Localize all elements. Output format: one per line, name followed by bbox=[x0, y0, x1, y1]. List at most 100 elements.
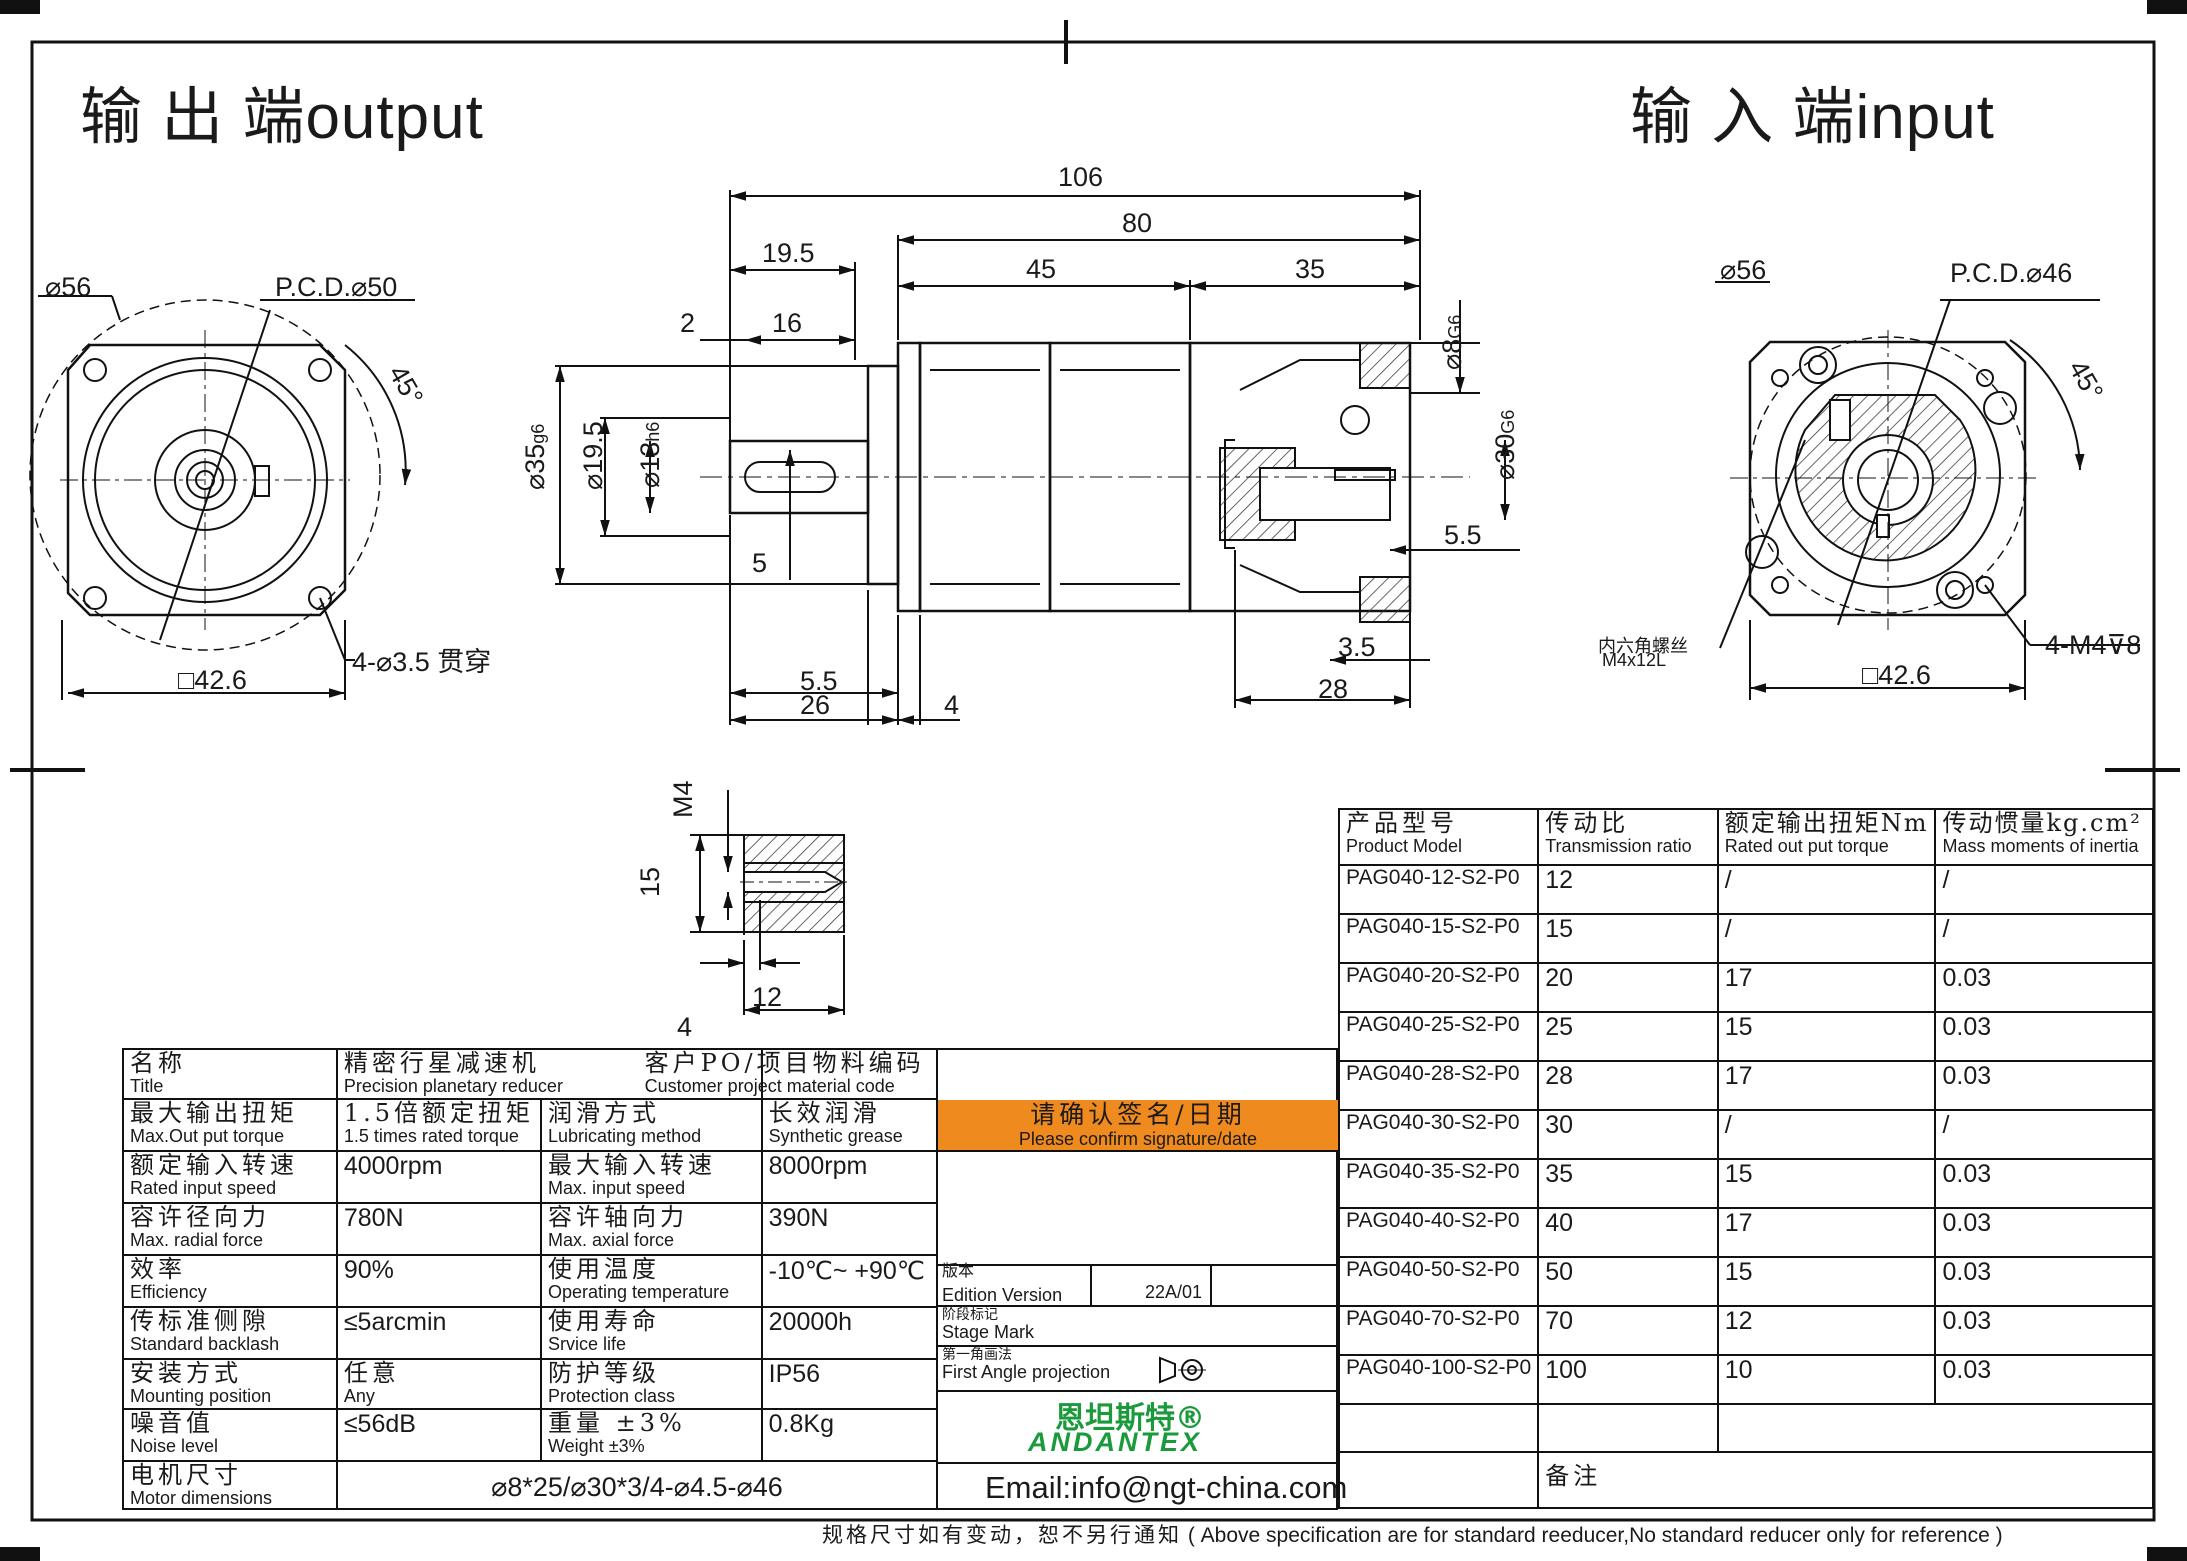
torque-cell: / bbox=[1716, 864, 1937, 915]
ratio-cell: 30 bbox=[1537, 1109, 1719, 1160]
dim-shaft-length: 26 bbox=[800, 690, 831, 720]
model-cell: PAG040-28-S2-P0 bbox=[1337, 1060, 1540, 1111]
spec_table-rows-2-0-cn: 额定输入转速 bbox=[130, 1151, 298, 1179]
model_table-headers-2-cn: 额定输出扭矩Nm bbox=[1724, 809, 1929, 837]
inertia-cell: 0.03 bbox=[1934, 1256, 2154, 1307]
edition-cn: 版本 bbox=[942, 1263, 975, 1280]
spec_table-rows-7-1-val: ≤56dB bbox=[335, 1408, 543, 1462]
spec_table-rows-6-2-cn: 防护等级 bbox=[548, 1359, 660, 1387]
dim-bore-offset: 5.5 bbox=[1444, 520, 1482, 550]
dim-input-square: □42.6 bbox=[1862, 660, 1931, 690]
dim-shaft-inner: ⌀19.5 bbox=[578, 421, 608, 490]
spec_table-rows-1-0-cn: 最大输出扭矩 bbox=[130, 1099, 298, 1127]
spec_table-rows-5-3-val: 20000h bbox=[760, 1306, 939, 1360]
spec_table-rows-7-2-en: Weight ±3% bbox=[548, 1436, 645, 1456]
dim-rear-depth: 28 bbox=[1318, 674, 1349, 704]
model_table-headers-0-en: Product Model bbox=[1346, 836, 1463, 856]
ratio-cell: 25 bbox=[1537, 1011, 1719, 1062]
model-cell: PAG040-35-S2-P0 bbox=[1337, 1158, 1540, 1209]
spec_table-rows-4-0-cn: 效率 bbox=[130, 1255, 186, 1283]
spec_table-rows-3-1-val: 780N bbox=[335, 1202, 543, 1256]
spec_table-rows-4-2-en: Operating temperature bbox=[548, 1282, 730, 1302]
torque-cell: / bbox=[1716, 1109, 1937, 1160]
email-text[interactable]: Email:info@ngt-china.com bbox=[985, 1470, 1348, 1505]
ratio-cell: 12 bbox=[1537, 864, 1719, 915]
spec_table-rows-1-3-en: Synthetic grease bbox=[768, 1126, 903, 1146]
output-end-title: 输 出 端output bbox=[80, 83, 484, 152]
dim-pilot-length: 5.5 bbox=[800, 666, 838, 696]
dim-body-length: 80 bbox=[1122, 208, 1153, 238]
torque-cell: 15 bbox=[1716, 1256, 1937, 1307]
ratio-cell: 70 bbox=[1537, 1305, 1719, 1356]
torque-cell: 17 bbox=[1716, 1060, 1937, 1111]
inertia-cell: 0.03 bbox=[1934, 962, 2154, 1013]
inertia-cell: 0.03 bbox=[1934, 1011, 2154, 1062]
spec_table-rows-3-2-cn: 容许轴向力 bbox=[548, 1203, 688, 1231]
dim-hole-tol: G6 bbox=[1445, 314, 1465, 339]
dim-total-length: 106 bbox=[1058, 162, 1104, 192]
torque-cell: 17 bbox=[1716, 1207, 1937, 1258]
dim-output-pcd: P.C.D.⌀50 bbox=[275, 272, 398, 302]
stage-en: Stage Mark bbox=[942, 1322, 1035, 1342]
inertia-cell: 0.03 bbox=[1934, 1207, 2154, 1258]
spec_table-rows-0-0-en: Title bbox=[130, 1076, 164, 1096]
dim-flange-gap: 2 bbox=[680, 308, 696, 338]
center-block bbox=[938, 1048, 1338, 1510]
model_table-headers-0-cn: 产品型号 bbox=[1346, 809, 1458, 837]
spec_table-rows-1-2-cn: 润滑方式 bbox=[548, 1099, 660, 1127]
spec_table-rows-3-2-en: Max. axial force bbox=[548, 1230, 675, 1250]
dim-front-length: 45 bbox=[1026, 254, 1057, 284]
ratio-cell: 50 bbox=[1537, 1256, 1719, 1307]
spec_table-rows-7-3-val: 0.8Kg bbox=[760, 1408, 939, 1462]
dim-thread-start: 4 bbox=[677, 1012, 693, 1042]
dim-shaft-core-tol: h6 bbox=[643, 421, 663, 442]
torque-cell: 15 bbox=[1716, 1011, 1937, 1062]
projection-cn: 第一角画法 bbox=[942, 1346, 1012, 1362]
confirm-signature-box[interactable]: 请确认签名/日期 Please confirm signature/date bbox=[938, 1100, 1338, 1152]
model-cell: PAG040-12-S2-P0 bbox=[1337, 864, 1540, 915]
spec_table-rows-3-3-val: 390N bbox=[760, 1202, 939, 1256]
spec_table-rows-4-0-en: Efficiency bbox=[130, 1282, 207, 1302]
spec_table-rows-6-0-cn: 安装方式 bbox=[130, 1359, 242, 1387]
spec_table-rows-1-3-cn: 长效润滑 bbox=[768, 1099, 881, 1127]
inertia-cell: 0.03 bbox=[1934, 1158, 2154, 1209]
dim-bore-tol: G6 bbox=[1498, 409, 1518, 434]
model_table-headers-2-en: Rated out put torque bbox=[1724, 836, 1889, 856]
spec_table-rows-6-3-val: IP56 bbox=[760, 1358, 939, 1410]
spec_table-motor_cn: 电机尺寸 bbox=[130, 1461, 242, 1489]
spec_table-rows-5-0-en: Standard backlash bbox=[130, 1334, 280, 1354]
torque-cell: 12 bbox=[1716, 1305, 1937, 1356]
brand-cn: 恩坦斯特® bbox=[1055, 1401, 1205, 1436]
dim-shaft-core: ⌀13 bbox=[635, 441, 665, 488]
spec_table-rows-4-1-val: 90% bbox=[335, 1254, 543, 1308]
model-cell: PAG040-30-S2-P0 bbox=[1337, 1109, 1540, 1160]
model-cell: PAG040-40-S2-P0 bbox=[1337, 1207, 1540, 1258]
spec_table-rows-0-1-en: Precision planetary reducer bbox=[343, 1076, 563, 1096]
ratio-cell: 20 bbox=[1537, 962, 1719, 1013]
spec_table-rows-5-1-val: ≤5arcmin bbox=[335, 1306, 543, 1360]
spec_table-rows-7-0-cn: 噪音值 bbox=[130, 1409, 214, 1437]
inertia-cell: 0.03 bbox=[1934, 1354, 2154, 1405]
stage-cn: 阶段标记 bbox=[942, 1306, 998, 1322]
projection-en: First Angle projection bbox=[942, 1362, 1111, 1382]
model-cell: PAG040-50-S2-P0 bbox=[1337, 1256, 1540, 1307]
thread-detail-view bbox=[690, 790, 850, 1015]
model-cell: PAG040-25-S2-P0 bbox=[1337, 1011, 1540, 1062]
spec_table-rows-2-1-val: 4000rpm bbox=[335, 1150, 543, 1204]
dim-key-length: 16 bbox=[772, 308, 803, 338]
confirm-cn: 请确认签名/日期 bbox=[1030, 1100, 1246, 1129]
dim-output-holes: 4-⌀3.5 贯穿 bbox=[352, 647, 492, 677]
edition-value: 22A/01 bbox=[1145, 1282, 1203, 1302]
dim-bore-dia: ⌀30 bbox=[1490, 433, 1520, 480]
brand-logo: ANDANTEX bbox=[1028, 1427, 1203, 1457]
inertia-cell: / bbox=[1934, 864, 2154, 915]
